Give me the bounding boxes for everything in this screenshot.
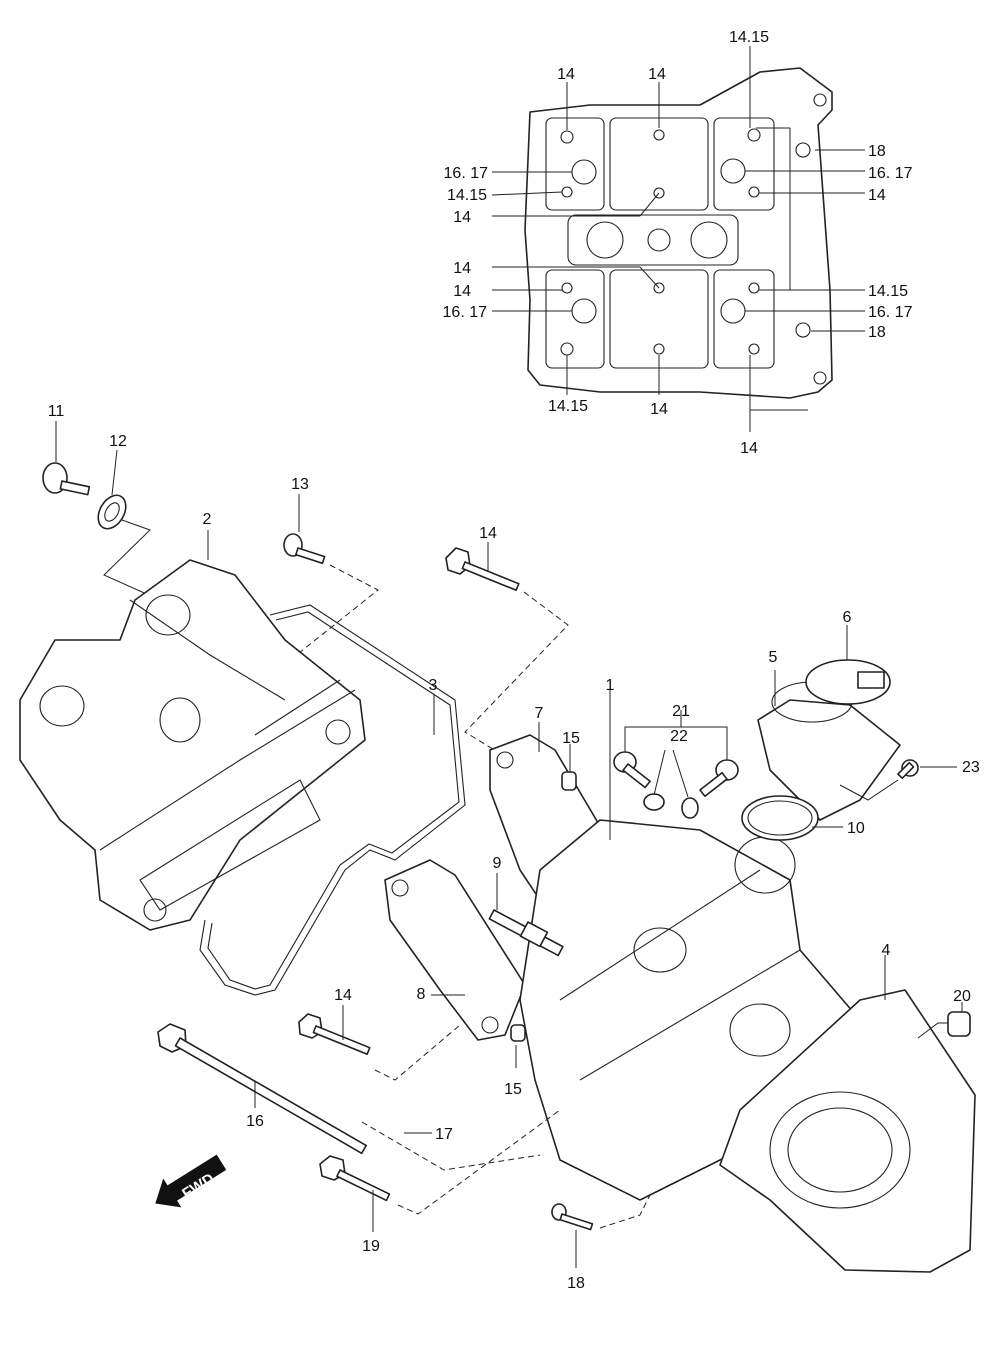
forward-direction-arrow bbox=[155, 1154, 227, 1208]
callout-label: 5 bbox=[769, 649, 778, 666]
callout-label: 21 bbox=[672, 703, 690, 720]
callout-label: 11 bbox=[48, 403, 65, 420]
callout-label: 23 bbox=[962, 759, 980, 776]
washer-12 bbox=[97, 494, 127, 530]
washer-22-right bbox=[681, 797, 699, 819]
callout-label: 15 bbox=[504, 1081, 522, 1098]
callout-label: 14 bbox=[453, 209, 471, 226]
callout-label: 14 bbox=[740, 440, 758, 457]
callout-label: 15 bbox=[562, 730, 580, 747]
head-cover-top-view bbox=[491, 46, 865, 432]
dowel-pin-15-bottom bbox=[510, 1024, 526, 1042]
callout-label: 14 bbox=[334, 987, 352, 1004]
callout-label: 14.15 bbox=[729, 29, 769, 46]
callout-label: 14.15 bbox=[868, 283, 908, 300]
callout-label: 1 bbox=[606, 677, 615, 694]
callout-label: 4 bbox=[882, 942, 891, 959]
spark-plug-9 bbox=[488, 909, 564, 957]
callout-label: 16. 17 bbox=[443, 304, 488, 321]
callout-label: 14 bbox=[453, 260, 471, 277]
o-ring-10 bbox=[741, 795, 819, 841]
callout-label: 16. 17 bbox=[444, 165, 489, 182]
callout-label: 14 bbox=[650, 401, 668, 418]
callout-label: 7 bbox=[535, 705, 544, 722]
callout-label: 17 bbox=[435, 1126, 453, 1143]
callout-label: 14 bbox=[868, 187, 886, 204]
bolt-13 bbox=[283, 533, 326, 565]
callout-label: 3 bbox=[429, 677, 438, 694]
dowel-pin-20 bbox=[947, 1011, 971, 1037]
callout-label: 22 bbox=[670, 728, 688, 745]
bolt-14-top bbox=[445, 547, 520, 592]
callout-label: 12 bbox=[109, 433, 127, 450]
callout-label: 19 bbox=[362, 1238, 380, 1255]
callout-label: 14 bbox=[557, 66, 575, 83]
stud-bolt-16 bbox=[157, 1023, 367, 1155]
camshaft-holder-8 bbox=[384, 859, 526, 1041]
callout-labels: 14.15 14 14 16. 17 14.15 14 18 16. 17 14… bbox=[48, 29, 980, 1292]
cap-screw-11 bbox=[42, 462, 91, 496]
callout-label: 14 bbox=[479, 525, 497, 542]
callout-label: 16 bbox=[246, 1113, 264, 1130]
screw-21-left bbox=[613, 751, 651, 789]
clamp-6 bbox=[805, 659, 891, 705]
callout-label: 18 bbox=[567, 1275, 585, 1292]
callout-label: 16. 17 bbox=[868, 304, 913, 321]
callout-label: 18 bbox=[868, 324, 886, 341]
callout-label: 10 bbox=[847, 820, 865, 837]
callout-label: 8 bbox=[417, 986, 426, 1003]
callout-label: 14.15 bbox=[548, 398, 588, 415]
screw-23 bbox=[897, 759, 919, 780]
callout-label: 9 bbox=[493, 855, 502, 872]
bolt-18 bbox=[551, 1203, 594, 1231]
bolt-14-lower bbox=[298, 1013, 371, 1056]
callout-label: 2 bbox=[203, 511, 212, 528]
callout-label: 14.15 bbox=[447, 187, 487, 204]
callout-label: 20 bbox=[953, 988, 971, 1005]
callout-label: 14 bbox=[453, 283, 471, 300]
callout-label: 18 bbox=[868, 143, 886, 160]
dowel-pin-15-top bbox=[561, 771, 577, 791]
screw-21-right bbox=[699, 759, 739, 798]
bolt-19 bbox=[319, 1155, 391, 1202]
cylinder-head-cover-2 bbox=[19, 559, 366, 931]
callout-label: 14 bbox=[648, 66, 666, 83]
callout-label: 13 bbox=[291, 476, 309, 493]
callout-label: 6 bbox=[843, 609, 852, 626]
callout-label: 16. 17 bbox=[868, 165, 913, 182]
cylinder-gasket-4 bbox=[719, 989, 976, 1273]
cover-gasket-3 bbox=[199, 604, 466, 996]
washer-22-left bbox=[643, 793, 665, 811]
intake-pipe-5 bbox=[757, 681, 901, 821]
exploded-parts bbox=[19, 421, 976, 1273]
